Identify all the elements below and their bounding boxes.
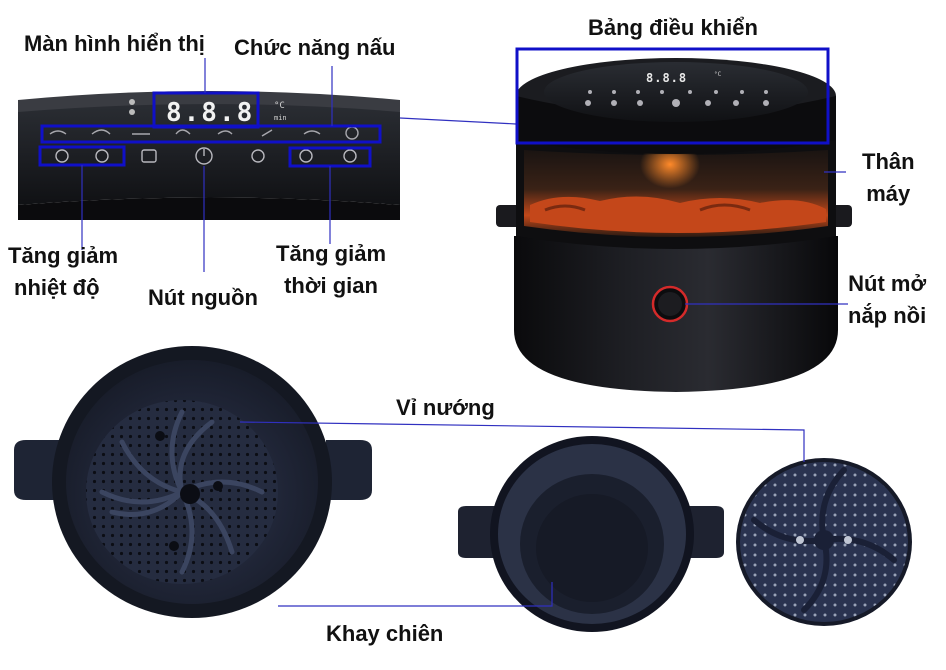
control-panel-closeup: 8.8.8 °C min — [18, 86, 400, 220]
fries-icon — [49, 130, 67, 135]
fryer-icon-row — [585, 90, 769, 107]
cooking-function-icons — [49, 126, 359, 140]
chicken-icon — [175, 129, 191, 135]
time-down-icon — [299, 149, 313, 163]
air-fryer: 8.8.8 °C — [496, 47, 852, 392]
leader-lines-bottom — [239, 421, 805, 607]
label-body-line2: máy — [866, 180, 911, 206]
label-cooking-functions: Chức năng nấu — [234, 35, 396, 60]
label-temp-adjust-line1: Tăng giảm — [8, 243, 119, 268]
grill-rack-small — [736, 458, 912, 626]
label-body: Thân máy — [862, 146, 915, 210]
time-up-icon — [343, 149, 357, 163]
label-control-panel: Bảng điều khiển — [588, 15, 758, 40]
label-lid-button-line1: Nút mở — [848, 271, 927, 296]
basket-with-rack — [14, 346, 372, 618]
meat-icon — [91, 129, 111, 135]
label-power-button: Nút nguồn — [148, 285, 258, 310]
panel-buttons — [55, 147, 357, 165]
cake-icon — [261, 129, 273, 137]
heat-icon — [129, 109, 135, 115]
power-icon — [195, 147, 213, 165]
preset-icon — [251, 149, 265, 163]
label-grill-rack: Vỉ nướng — [396, 395, 495, 420]
fan-icon — [129, 99, 135, 105]
label-time-adjust: Tăng giảm thời gian — [276, 238, 386, 302]
display-unit-minutes: min — [274, 114, 287, 122]
label-lid-button: Nút mở nắp nồi — [848, 268, 926, 332]
leader-lines-closeup — [81, 58, 517, 272]
label-frying-tray: Khay chiên — [326, 621, 444, 646]
label-body-line1: Thân — [862, 149, 915, 174]
temp-down-icon — [95, 149, 109, 163]
fryer-power-icon — [672, 99, 680, 107]
label-lid-button-line2: nắp nồi — [848, 302, 927, 328]
fryer-unit-celsius: °C — [714, 71, 722, 78]
label-time-adjust-line1: Tăng giảm — [276, 241, 387, 266]
label-temp-adjust-line2: nhiệt độ — [14, 274, 100, 300]
temp-up-icon — [55, 149, 69, 163]
pizza-icon — [303, 130, 321, 135]
control-panel-highlight — [515, 47, 830, 145]
display-digits: 8.8.8 — [166, 98, 254, 128]
basket-empty — [458, 436, 724, 632]
label-temp-adjust: Tăng giảm nhiệt độ — [8, 240, 118, 304]
label-time-adjust-line2: thời gian — [284, 272, 378, 298]
label-display-screen: Màn hình hiển thị — [24, 31, 205, 56]
functions-highlight — [40, 124, 382, 144]
shrimp-icon — [217, 130, 233, 135]
leader-lines-fryer — [685, 171, 848, 305]
fryer-display-digits: 8.8.8 — [646, 71, 687, 85]
display-unit-celsius: °C — [274, 101, 285, 111]
menu-icon — [141, 149, 157, 163]
